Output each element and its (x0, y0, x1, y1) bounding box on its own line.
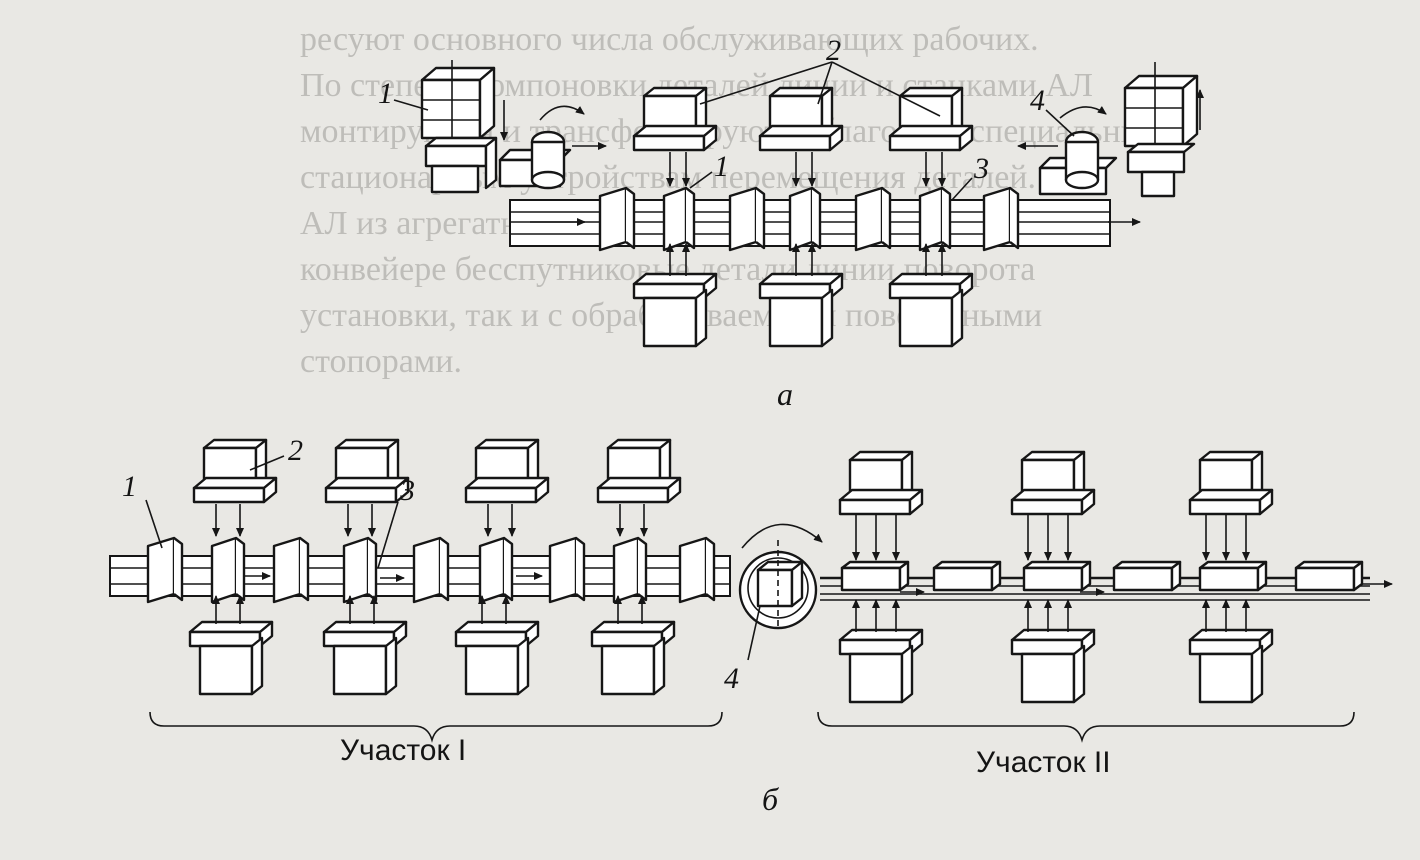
power-head (888, 86, 974, 152)
label-3-conveyor-a: 3 (973, 152, 989, 185)
workpiece (1112, 560, 1182, 592)
diagram-a: 1 2 1 3 4 а (378, 34, 1204, 412)
caption-b: б (762, 781, 779, 817)
brace-section-1 (149, 711, 723, 743)
power-heads-bottom-a (632, 243, 974, 348)
fixture (918, 186, 952, 252)
power-heads-bottom-section-2 (838, 599, 1274, 704)
power-head (324, 438, 410, 504)
fixture (478, 536, 514, 604)
power-head (1010, 628, 1096, 704)
power-head (590, 620, 676, 696)
section-1-label: Участок I (340, 734, 466, 767)
workpiece (932, 560, 1002, 592)
power-head (1188, 628, 1274, 704)
loader-left-a (420, 60, 607, 194)
power-head (632, 272, 718, 348)
section-2-label: Участок II (976, 746, 1111, 779)
power-head (888, 272, 974, 348)
workpiece (1198, 560, 1268, 592)
parts-section-2 (840, 560, 1364, 592)
label-3-conveyor-b: 3 (399, 474, 415, 507)
label-4-turntable: 4 (724, 662, 739, 695)
power-head (464, 438, 550, 504)
power-head (454, 620, 540, 696)
bleed-through-line: стопорами. (300, 343, 462, 380)
fixture (788, 186, 822, 252)
power-heads-top-section-2 (838, 450, 1274, 561)
fixture (662, 186, 696, 252)
power-head (758, 86, 844, 152)
caption-a: а (777, 376, 793, 412)
power-head (838, 628, 924, 704)
conveyor-b2 (820, 576, 1393, 601)
turntable (738, 523, 823, 661)
power-head (188, 620, 274, 696)
power-heads-top-b (192, 438, 682, 537)
fixture (982, 186, 1020, 252)
fixture (612, 536, 648, 604)
label-4-loader-a: 4 (1030, 84, 1045, 117)
bleed-through-line: ресуют основного числа обслуживающих раб… (300, 21, 1039, 58)
workpiece (1022, 560, 1092, 592)
power-head (838, 450, 924, 516)
workpiece (840, 560, 910, 592)
fixture (412, 536, 450, 604)
fixture (210, 536, 246, 604)
fixture (548, 536, 586, 604)
label-1-fixture-b: 1 (122, 470, 137, 503)
power-head (632, 86, 718, 152)
fixture (342, 536, 378, 604)
power-head (1010, 450, 1096, 516)
workpiece (1294, 560, 1364, 592)
brace-section-2 (817, 711, 1355, 743)
fixtures-a (598, 186, 1020, 252)
label-2-head-b: 2 (288, 434, 303, 467)
fixture (678, 536, 716, 604)
label-1-fixture-a: 1 (714, 150, 729, 183)
fixture (854, 186, 892, 252)
fixture (598, 186, 636, 252)
power-head (322, 620, 408, 696)
power-head (192, 438, 278, 504)
power-heads-top-a (632, 86, 974, 187)
label-2-heads-a: 2 (826, 34, 841, 67)
fixture (728, 186, 766, 252)
loader-right-a (1017, 62, 1204, 198)
power-head (596, 438, 682, 504)
power-head (1188, 450, 1274, 516)
diagram-b: 1 2 3 4 Участок I Участок II б (109, 434, 1393, 817)
label-1-loader-a: 1 (378, 77, 393, 110)
power-head (758, 272, 844, 348)
fixture (272, 536, 310, 604)
fixture (146, 536, 184, 604)
power-heads-bottom-b (188, 595, 676, 696)
bleed-through-line: стационарным устройствам перемещения дет… (300, 159, 1036, 196)
fixtures-b (146, 536, 716, 604)
